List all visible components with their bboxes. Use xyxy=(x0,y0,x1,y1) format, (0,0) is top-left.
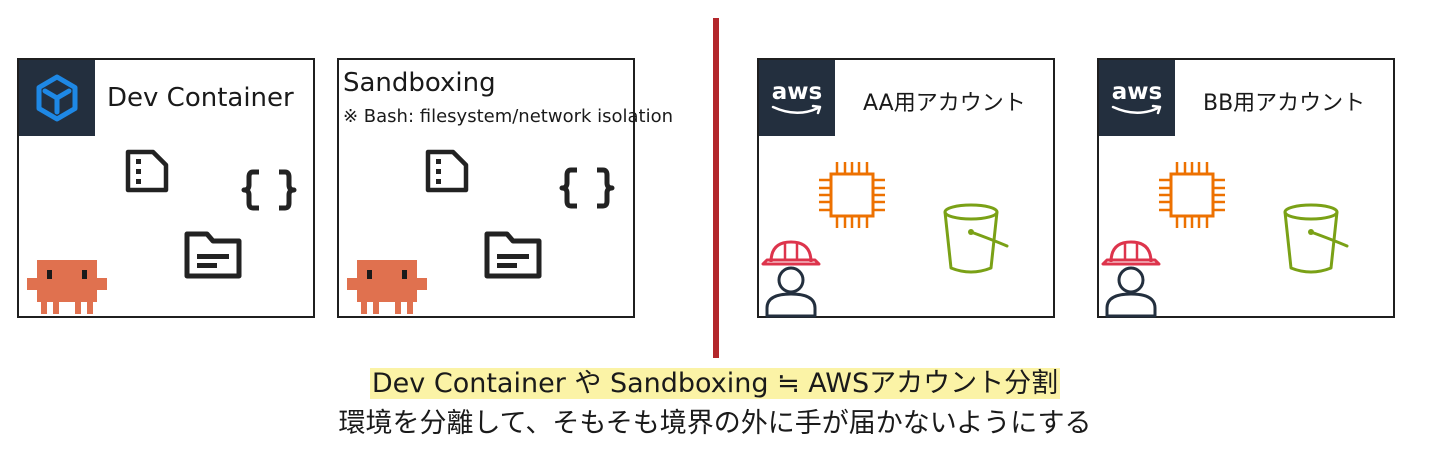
s3-bucket-icon xyxy=(1283,203,1349,274)
aws-account-bb-box: aws BB用アカウント xyxy=(1097,58,1395,318)
aws-account-aa-title: AA用アカウント xyxy=(863,91,1026,116)
caption-sub: 環境を分離して、そもそも境界の外に手が届かないようにする xyxy=(338,408,1092,439)
dev-container-logo xyxy=(19,60,95,136)
dev-container-title: Dev Container xyxy=(107,83,294,113)
boundary-divider xyxy=(713,18,719,358)
code-braces-icon xyxy=(241,169,297,211)
caption-main-highlight: Dev Container や Sandboxing ≒ AWSアカウント分割 xyxy=(369,368,1061,399)
dev-container-box: Dev Container xyxy=(17,58,315,318)
aws-logo: aws xyxy=(759,60,835,136)
folder-icon xyxy=(484,231,542,279)
aws-smile-icon xyxy=(771,104,822,114)
sandboxing-subtitle: ※ Bash: filesystem/network isolation xyxy=(343,106,674,127)
aws-logo-text: aws xyxy=(1111,78,1163,105)
aws-account-bb-title: BB用アカウント xyxy=(1203,91,1366,116)
aws-account-aa-box: aws AA用アカウント xyxy=(757,58,1055,318)
code-braces-icon xyxy=(559,167,615,209)
dev-container-cube-icon xyxy=(36,74,78,122)
ec2-chip-icon xyxy=(1159,162,1225,228)
sandboxing-box: Sandboxing ※ Bash: filesystem/network is… xyxy=(337,58,673,318)
caption-main: Dev Container や Sandboxing ≒ AWSアカウント分割 xyxy=(0,366,1430,402)
claude-mascot-icon xyxy=(27,260,107,314)
claude-mascot-icon xyxy=(347,260,427,314)
aws-smile-icon xyxy=(1111,104,1162,114)
worker-helmet-icon xyxy=(1101,240,1161,318)
aws-logo-text: aws xyxy=(771,78,823,105)
file-icon xyxy=(425,149,469,193)
folder-icon xyxy=(184,231,242,279)
file-icon xyxy=(125,149,169,193)
ec2-chip-icon xyxy=(819,162,885,228)
sandboxing-title: Sandboxing xyxy=(343,68,496,98)
s3-bucket-icon xyxy=(943,203,1009,274)
worker-helmet-icon xyxy=(761,240,821,318)
aws-logo: aws xyxy=(1099,60,1175,136)
